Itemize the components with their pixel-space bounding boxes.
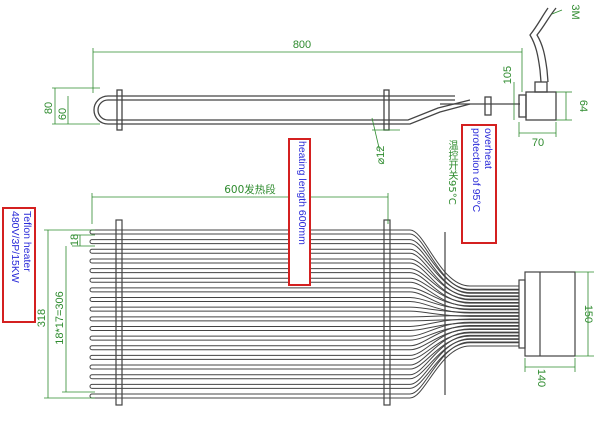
heater-tube (92, 315, 519, 318)
terminal-flange (524, 271, 576, 357)
dim-tube-diameter: ⌀12 (375, 146, 387, 165)
dim-pitch-18: 18 (69, 234, 81, 246)
spec-note: Teflon heater 480V/3P/15KW (2, 207, 36, 323)
heater-tube-edge (92, 281, 519, 307)
heater-tube-bend (89, 277, 93, 283)
dim-heating-600: 600发热段 (224, 183, 276, 196)
overheat-note-cn: 温控开关95°C (446, 140, 457, 205)
heater-tube-edge (92, 338, 519, 380)
thermostat-switch (484, 96, 492, 116)
heater-tube-bend (89, 287, 93, 293)
heater-tube (92, 297, 519, 310)
support-bar-right (383, 219, 391, 406)
heater-tube-bend (89, 248, 93, 254)
dim-height-80: 80 (43, 102, 55, 114)
heater-tube-bend (89, 229, 93, 235)
spec-note-line1: Teflon heater (21, 211, 33, 272)
spec-note-line2: 480V/3P/15KW (9, 211, 21, 283)
support-bar-left (115, 219, 123, 406)
heater-tube-bend (89, 354, 93, 360)
heater-tube (92, 338, 519, 385)
heater-tube (92, 239, 519, 290)
heater-tube-bend (89, 383, 93, 389)
heating-length-note: heating length 600mm (288, 138, 311, 286)
overheat-note-line1: overheat (482, 128, 494, 169)
heater-tube-edge (92, 325, 519, 341)
heater-tube (92, 334, 519, 376)
heater-tube (92, 318, 519, 327)
front-view (89, 229, 519, 399)
heater-tube-edge (92, 329, 519, 351)
heater-tube (92, 341, 519, 395)
heater-tube-bend (89, 268, 93, 274)
heater-tube (92, 331, 519, 366)
heater-tube-edge (92, 322, 519, 331)
heater-tube-bend (89, 325, 93, 331)
heating-length-note-text: heating length 600mm (296, 141, 308, 245)
heater-tube-edge (92, 310, 519, 317)
heater-tube (92, 306, 519, 313)
heater-tube (92, 268, 519, 300)
heater-tube-bend (89, 297, 93, 303)
heater-tube-edge (92, 301, 519, 314)
heater-tube-bend (89, 364, 93, 370)
heater-tube (92, 258, 519, 297)
heater-tube (92, 248, 519, 294)
dim-pitch-sum: 18*17=306 (54, 291, 66, 345)
heater-tube-edge (92, 272, 519, 304)
heater-tube (92, 325, 519, 347)
heater-tube-bend (89, 345, 93, 351)
heater-tube-bend (89, 316, 93, 322)
heater-tube-bend (89, 258, 93, 264)
heater-tube-bend (89, 374, 93, 380)
heater-tube-edge (92, 332, 519, 360)
side-view-dimensions (52, 9, 572, 153)
heater-tube (92, 321, 519, 337)
hairpin-tube (93, 95, 471, 125)
heater-tube-edge (92, 335, 519, 370)
heater-tube-bend (89, 239, 93, 245)
dim-head-64: 64 (577, 100, 589, 112)
heater-tube (92, 277, 519, 303)
heater-tube (92, 328, 519, 356)
heater-tube-bend (89, 335, 93, 341)
dim-length-800: 800 (293, 39, 311, 51)
dim-flange-140: 140 (535, 369, 547, 387)
side-view (93, 7, 557, 131)
heater-tube-edge (92, 291, 519, 311)
heater-tube-bend (89, 393, 93, 399)
overheat-note: overheat protection of 95°C (461, 124, 497, 244)
dim-total-318: 318 (36, 309, 48, 327)
front-view-dimensions (44, 193, 594, 399)
heater-tube-edge (92, 319, 519, 322)
heater-tube (92, 287, 519, 307)
heater-tube-bend (89, 306, 93, 312)
cable (529, 7, 549, 83)
dim-cable-length: 3M (569, 4, 581, 19)
heater-tube-edge (92, 342, 519, 389)
heater-tube (92, 229, 519, 287)
heater-tube-edge (92, 345, 519, 399)
dim-head-70: 70 (532, 137, 544, 149)
dim-head-105: 105 (502, 66, 514, 84)
dim-height-60: 60 (57, 108, 69, 120)
support-bracket-left (116, 89, 123, 131)
overheat-note-line2: protection of 95°C (470, 128, 482, 213)
terminal-head (525, 91, 557, 121)
front-view-frame (115, 219, 576, 406)
dim-flange-150: 150 (582, 305, 594, 323)
